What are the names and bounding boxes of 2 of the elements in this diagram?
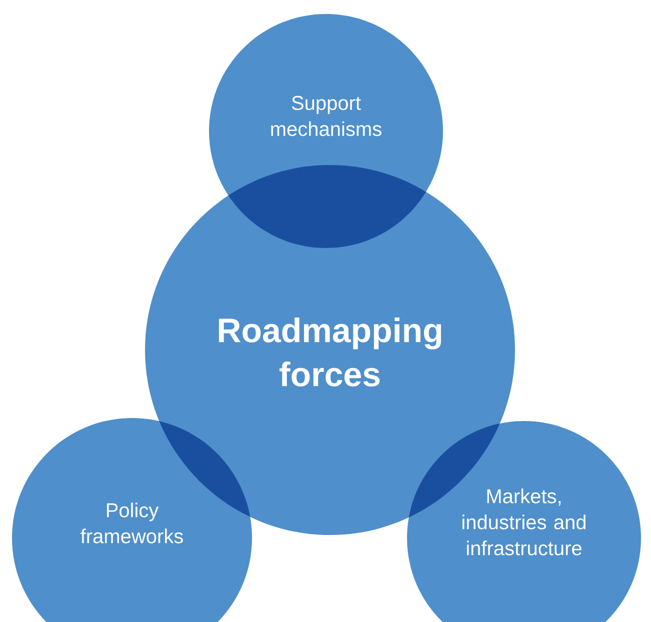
node-label: Roadmapping forces	[218, 318, 442, 386]
node-label: Support mechanisms	[271, 96, 382, 136]
